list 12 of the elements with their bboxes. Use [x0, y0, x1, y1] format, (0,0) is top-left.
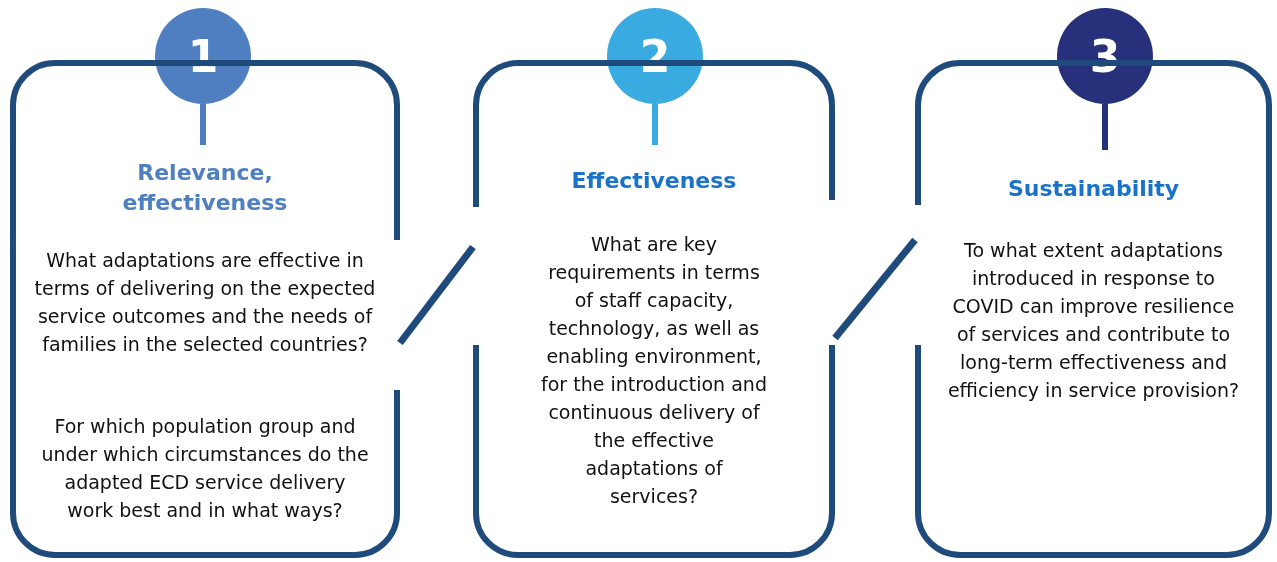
panel-heading: Relevance, effectiveness	[121, 159, 289, 217]
panel-heading: Effectiveness	[570, 167, 738, 195]
stem-line	[652, 104, 658, 145]
stem-line	[1102, 104, 1108, 150]
question-text: To what extent adaptations introduced in response to COVID can improve resilience of services and contribute to long-term effectiveness and efficiency in service provision?	[946, 238, 1241, 403]
connector-line	[832, 237, 918, 341]
panel-heading: Sustainability	[1006, 175, 1181, 203]
question-text: For which population group and under which circumstances do the adapted ECD service delivery work best and in what ways?	[40, 414, 370, 523]
connector-line	[397, 244, 476, 346]
question-text: What adaptations are effective in terms of delivering on the expected service outcomes and the needs of families in the selected countries?	[33, 248, 377, 357]
question-text: What are key requirements in terms of staff capacity, technology, as well as enabling environment, for the introduction and continuous delivery of the effective adaptations of services?	[540, 232, 768, 509]
stem-line	[200, 104, 206, 145]
